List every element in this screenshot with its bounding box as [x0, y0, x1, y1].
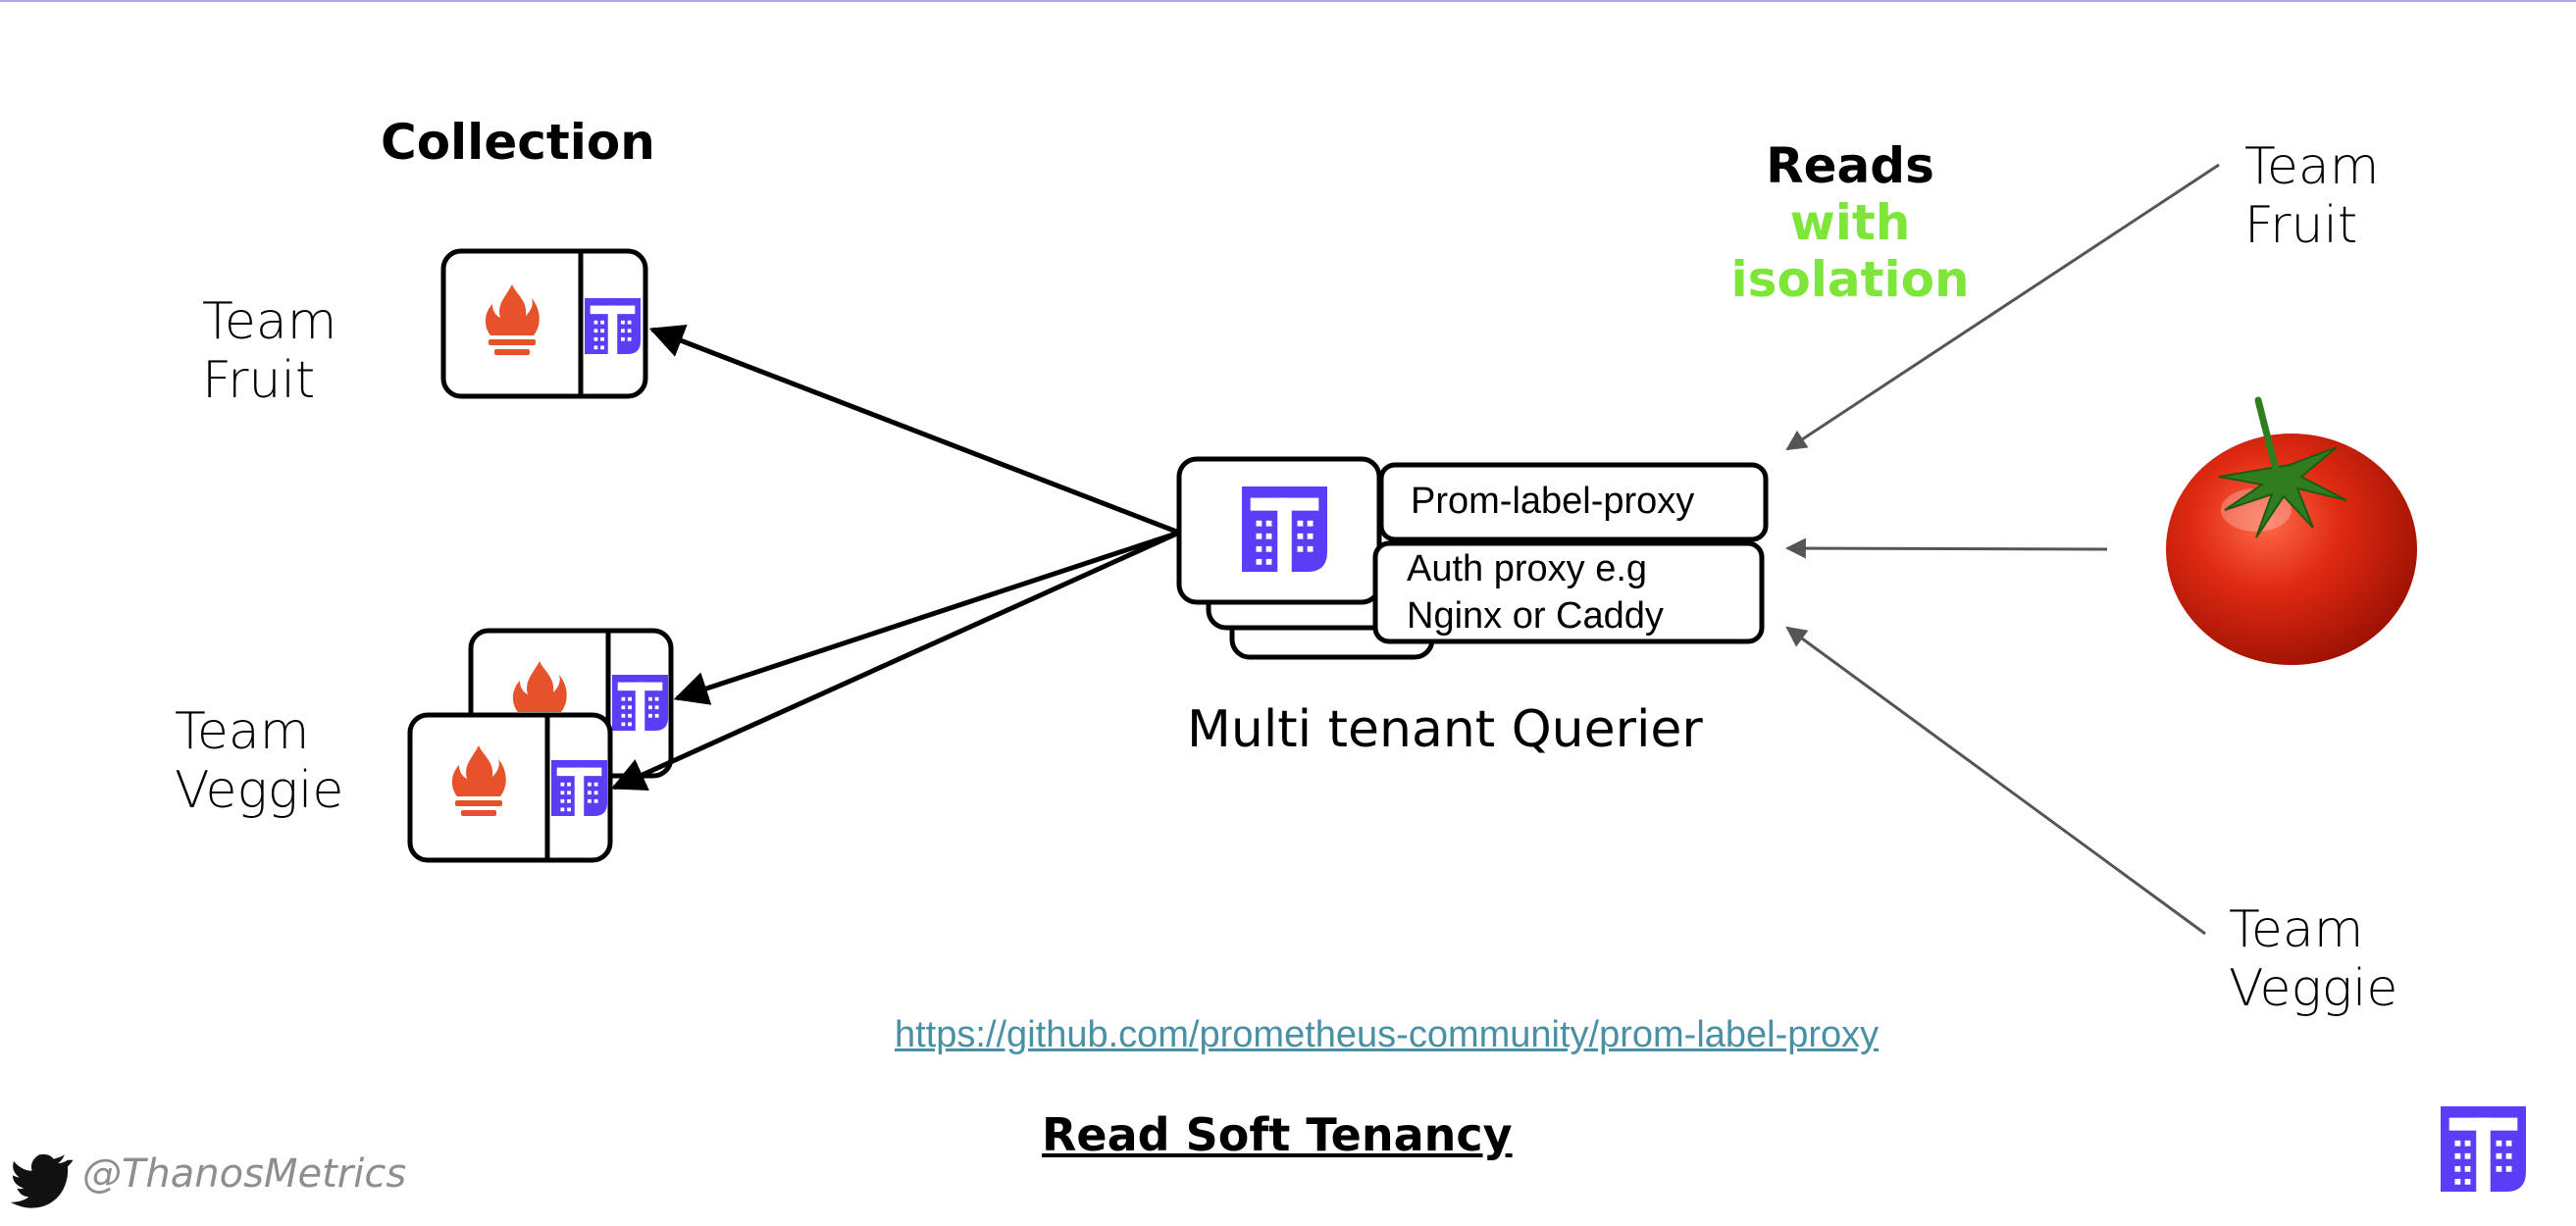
tomato-image: [2166, 396, 2417, 665]
prom-label-proxy-label: Prom-label-proxy: [1411, 481, 1695, 522]
reads-title: Reads: [1766, 137, 1934, 194]
auth-proxy-box: [1372, 540, 1765, 644]
arrow-from-team-veggie: [1785, 626, 2206, 936]
thanos-logo-icon: [612, 675, 668, 731]
collection-team-fruit-label: Team Fruit: [202, 292, 336, 410]
prom-label-proxy-link[interactable]: https://github.com/prometheus-community/…: [895, 1014, 1880, 1055]
thanos-logo-icon: [551, 760, 607, 816]
team-label-line: Veggie: [2229, 959, 2398, 1018]
team-label-line: Fruit: [202, 351, 316, 410]
arrow-from-team-fruit: [1785, 163, 2220, 451]
thanos-logo-icon: [585, 298, 641, 354]
arrow-to-team-fruit: [648, 325, 1180, 536]
querier-label: Multi tenant Querier: [1187, 700, 1703, 759]
arrow-from-tomato: [1784, 537, 2108, 559]
querier-to-collection-arrows: [610, 325, 1181, 791]
team-label-line: Team: [2244, 137, 2380, 196]
team-veggie-collection-node-front: [407, 712, 613, 863]
reads-arrows: [1784, 163, 2220, 936]
team-label-line: Team: [2229, 900, 2364, 959]
slide-title: Read Soft Tenancy: [1042, 1108, 1513, 1161]
reads-team-fruit-label: Team Fruit: [2244, 137, 2379, 255]
collection-title: Collection: [381, 114, 655, 171]
reads-team-veggie-label: Team Veggie: [2229, 900, 2397, 1018]
auth-proxy-label: Auth proxy e.g Nginx or Caddy: [1407, 545, 1664, 639]
top-accent-line: [0, 0, 2576, 2]
collection-team-veggie-label: Team Veggie: [175, 702, 343, 820]
thanos-logo-icon: [1242, 486, 1327, 572]
auth-proxy-line: Nginx or Caddy: [1407, 595, 1664, 637]
arrow-to-team-veggie-front: [610, 530, 1181, 791]
team-fruit-collection-node: [440, 248, 648, 399]
arrow-to-team-veggie-back: [673, 530, 1180, 705]
team-label-line: Fruit: [2244, 196, 2358, 255]
team-label-line: Team: [175, 702, 310, 761]
reads-subtitle: with isolation: [1730, 194, 1970, 308]
team-label-line: Team: [202, 292, 337, 351]
prom-label-proxy-box: [1378, 462, 1769, 542]
team-label-line: Veggie: [175, 761, 344, 820]
auth-proxy-line: Auth proxy e.g: [1407, 548, 1648, 589]
multi-tenant-querier-node: [1176, 456, 1769, 660]
thanos-logo-icon: [2441, 1106, 2526, 1192]
reads-heading: Reads with isolation: [1693, 137, 2007, 308]
twitter-bird-icon: [10, 1153, 74, 1208]
twitter-handle[interactable]: @ThanosMetrics: [82, 1151, 407, 1197]
